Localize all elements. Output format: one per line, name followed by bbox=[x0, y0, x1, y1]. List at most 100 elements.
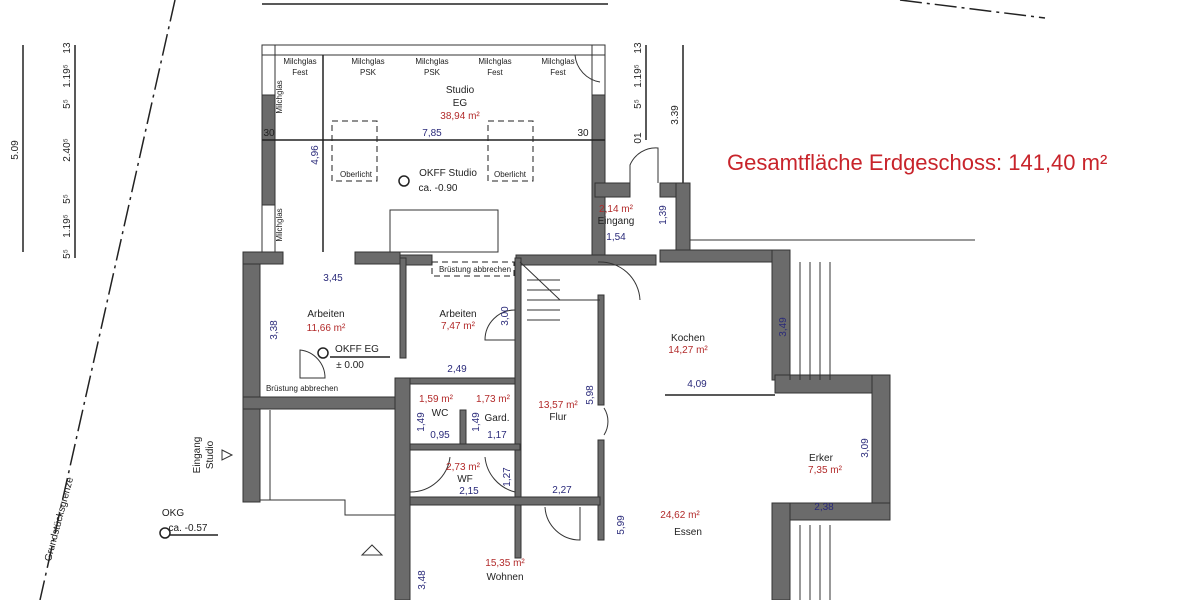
left-dimension-chain: 5.09 13 1.19⁵ 5⁵ 2.40⁵ 5⁵ 1.19⁵ 5⁵ bbox=[10, 42, 76, 259]
plan-label: 14,27 m² bbox=[668, 345, 708, 356]
plan-label: Milchglas bbox=[415, 57, 448, 66]
plan-label: Wohnen bbox=[486, 572, 523, 583]
plan-label: 11,66 m² bbox=[307, 323, 346, 334]
plan-label: Milchglas bbox=[275, 80, 284, 113]
room-labels: Arbeiten 11,66 m² Arbeiten 7,47 m² 1,59 … bbox=[307, 309, 843, 583]
plan-label: OKFF EG bbox=[335, 344, 379, 355]
plan-label: Milchglas bbox=[351, 57, 384, 66]
plan-label: 5,98 bbox=[585, 385, 596, 405]
main-walls bbox=[242, 239, 975, 600]
plan-label: 1,39 bbox=[658, 205, 669, 225]
property-line bbox=[39, 0, 176, 600]
plan-label: 15,35 m² bbox=[485, 558, 525, 569]
plan-label: Arbeiten bbox=[307, 309, 344, 320]
room-area-studio: 38,94 m² bbox=[440, 111, 480, 122]
plan-label: 1,49 bbox=[471, 412, 482, 432]
skylight-label: Oberlicht bbox=[340, 170, 373, 179]
plan-label: 3,48 bbox=[417, 570, 428, 590]
plan-label: 7,85 bbox=[422, 128, 442, 139]
plan-label: 5⁵ bbox=[62, 194, 73, 204]
plan-label: 3,49 bbox=[778, 317, 789, 337]
plan-label: 1,17 bbox=[487, 430, 507, 441]
entrance-arrow-icon bbox=[221, 449, 234, 461]
plan-label: 1.19⁵ bbox=[633, 64, 644, 88]
plan-label: Fest bbox=[487, 68, 503, 77]
plan-label: ± 0.00 bbox=[336, 360, 364, 371]
plan-label: Brüstung abbrechen bbox=[439, 265, 511, 274]
plan-label: 30 bbox=[263, 128, 275, 139]
plan-label: Milchglas bbox=[283, 57, 316, 66]
plan-label: 2,27 bbox=[552, 485, 572, 496]
plan-label: 30 bbox=[577, 128, 589, 139]
plan-label: 01 bbox=[633, 132, 644, 144]
plan-label: Arbeiten bbox=[439, 309, 476, 320]
plan-label: WF bbox=[457, 474, 473, 485]
plan-label: 2,14 m² bbox=[599, 204, 634, 215]
plan-label: 5,99 bbox=[616, 515, 627, 535]
plan-label: WC bbox=[432, 408, 449, 419]
plan-label: 2,49 bbox=[447, 364, 467, 375]
plan-label: 3,09 bbox=[860, 438, 871, 458]
plan-label: 1,27 bbox=[502, 467, 513, 487]
plan-label: 5⁵ bbox=[62, 249, 73, 259]
plan-label: Kochen bbox=[671, 333, 705, 344]
right-dimension-chain: 13 1.19⁵ 5⁵ 01 3.39 bbox=[633, 42, 684, 185]
plan-label: 7,47 m² bbox=[441, 321, 476, 332]
plan-label: Milchglas bbox=[541, 57, 574, 66]
dimension-labels: 3,45 3,38 3,00 2,49 1,49 0,95 1,49 1,17 … bbox=[269, 273, 871, 590]
plan-label: 1,59 m² bbox=[419, 394, 454, 405]
plan-label: Milchglas bbox=[478, 57, 511, 66]
plan-label: Fest bbox=[292, 68, 308, 77]
plan-label: Milchglas bbox=[275, 208, 284, 241]
annotations: OKFF EG ± 0.00 Brüstung abbrechen Brüstu… bbox=[159, 265, 511, 556]
plan-label: Essen bbox=[674, 527, 702, 538]
plan-label: 0,95 bbox=[430, 430, 450, 441]
plan-label: 1,54 bbox=[606, 232, 626, 243]
plan-label: Erker bbox=[809, 453, 834, 464]
plan-label: 1.19⁵ bbox=[62, 64, 73, 88]
plan-label: 5⁵ bbox=[62, 99, 73, 109]
plan-label: 1,49 bbox=[416, 412, 427, 432]
plan-label: 2,73 m² bbox=[446, 462, 481, 473]
level-marker-icon bbox=[398, 175, 410, 187]
property-line-label: Grundstücksgrenze bbox=[43, 476, 76, 563]
studio: Studio EG 38,94 m² 7,85 4,96 30 30 Milch… bbox=[261, 44, 606, 256]
plan-label: Gard. bbox=[484, 413, 509, 424]
dim-total-left: 5.09 bbox=[10, 140, 21, 160]
room-name-studio: Studio bbox=[446, 85, 475, 96]
plan-label: 3.39 bbox=[670, 105, 681, 125]
level-marker-icon bbox=[159, 527, 171, 539]
property-line-top bbox=[899, 0, 1046, 19]
plan-label: 13 bbox=[62, 42, 73, 54]
plan-label: OKG bbox=[162, 508, 184, 519]
total-area-title: Gesamtfläche Erdgeschoss: 141,40 m² bbox=[727, 150, 1107, 175]
plan-label: ca. -0.90 bbox=[419, 183, 458, 194]
plan-label: Eingang bbox=[598, 216, 635, 227]
plan-label: 2,15 bbox=[459, 486, 479, 497]
plan-label: 3,00 bbox=[500, 306, 511, 326]
plan-label: Flur bbox=[549, 412, 567, 423]
entrance: 2,14 m² Eingang 1,54 1,39 bbox=[594, 147, 691, 259]
room-level-studio: EG bbox=[453, 98, 468, 109]
plan-label: 3,38 bbox=[269, 320, 280, 340]
plan-label: Studio bbox=[205, 440, 216, 469]
plan-label: 7,35 m² bbox=[808, 465, 843, 476]
plan-label: PSK bbox=[360, 68, 377, 77]
stair-arrow-icon bbox=[360, 544, 384, 556]
plan-label: 24,62 m² bbox=[660, 510, 700, 521]
plan-label: 1,73 m² bbox=[476, 394, 511, 405]
plan-label: 2.40⁵ bbox=[62, 138, 73, 162]
plan-label: 4,96 bbox=[310, 145, 321, 165]
plan-label: 1.19⁵ bbox=[62, 214, 73, 238]
plan-label: 13,57 m² bbox=[538, 400, 578, 411]
plan-label: 2,38 bbox=[814, 502, 834, 513]
plan-label: Eingang bbox=[192, 437, 203, 474]
plan-label: Fest bbox=[550, 68, 566, 77]
plan-label: PSK bbox=[424, 68, 441, 77]
plan-label: 3,45 bbox=[323, 273, 343, 284]
plan-label: 13 bbox=[633, 42, 644, 54]
skylight-label: Oberlicht bbox=[494, 170, 527, 179]
level-marker-icon bbox=[317, 347, 329, 359]
plan-label: OKFF Studio bbox=[419, 168, 477, 179]
